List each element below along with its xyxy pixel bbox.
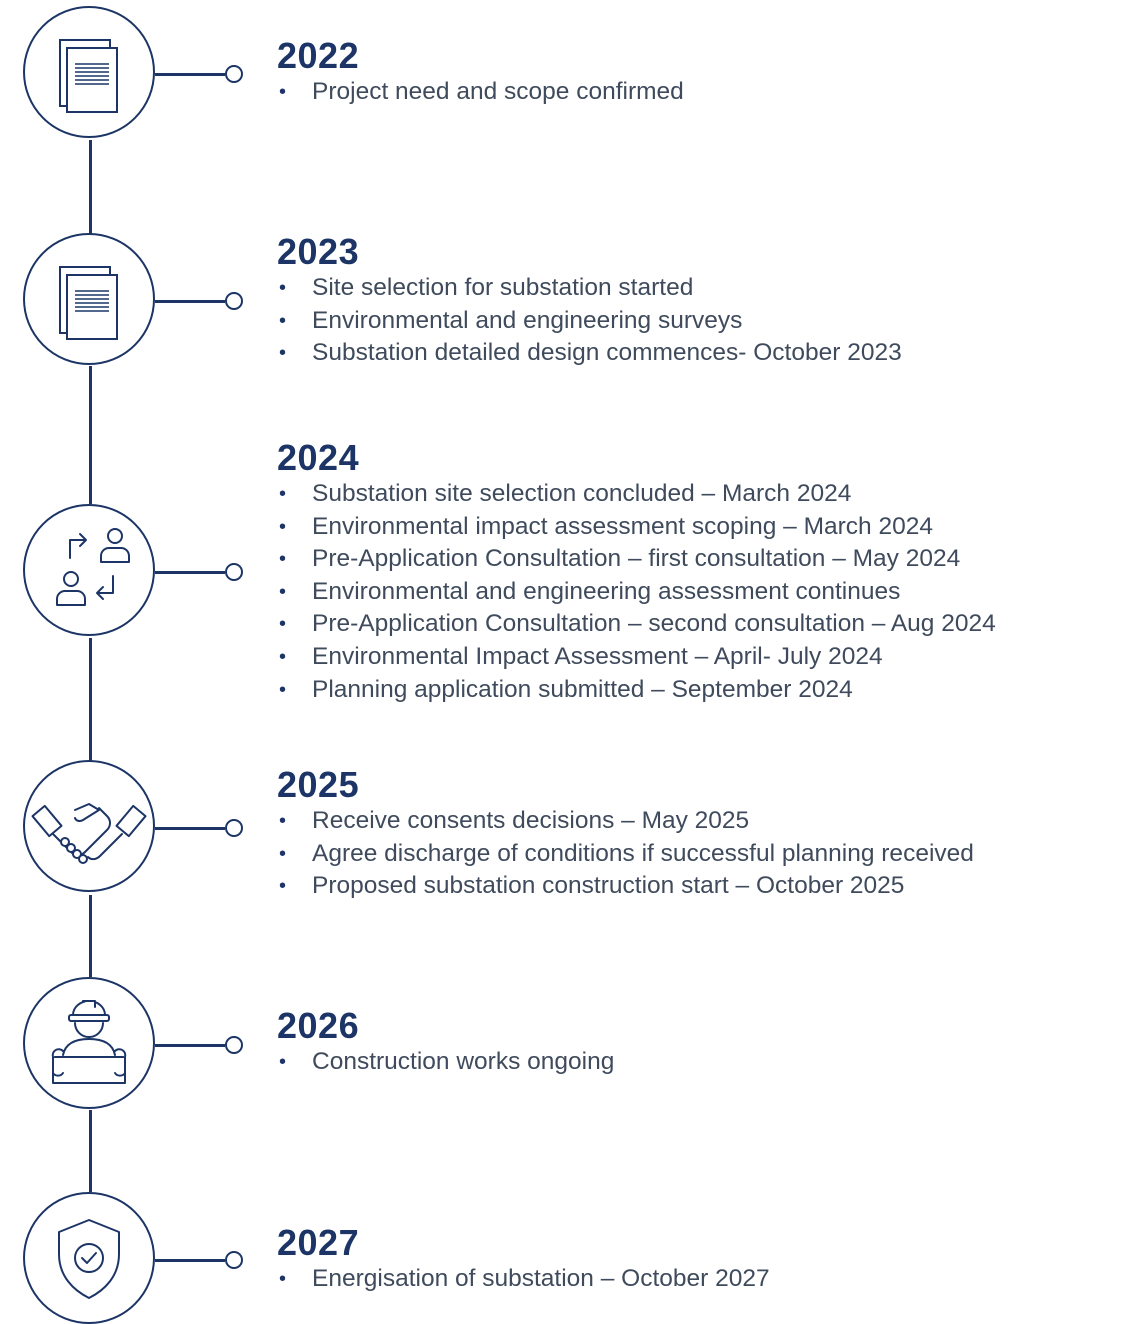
documents-icon bbox=[59, 266, 118, 340]
list-item: •Substation site selection concluded – M… bbox=[279, 480, 852, 507]
list-item: •Environmental Impact Assessment – April… bbox=[279, 642, 883, 670]
milestone-items: •Site selection for substation started •… bbox=[277, 272, 1117, 370]
timeline-node bbox=[225, 1251, 243, 1269]
milestone-year: 2024 bbox=[277, 437, 360, 478]
milestone-items: •Energisation of substation – October 20… bbox=[277, 1263, 1117, 1296]
milestone-content: 2027 •Energisation of substation – Octob… bbox=[277, 1223, 1117, 1296]
list-item: •Energisation of substation – October 20… bbox=[279, 1265, 770, 1292]
timeline-axis bbox=[89, 366, 92, 504]
list-item: •Receive consents decisions – May 2025 bbox=[279, 807, 750, 834]
milestone-year: 2025 bbox=[277, 764, 360, 805]
list-item: •Environmental and engineering surveys bbox=[279, 306, 743, 334]
milestone-icon-circle bbox=[23, 977, 155, 1109]
milestone-year: 2026 bbox=[277, 1005, 360, 1046]
list-item: •Agree discharge of conditions if succes… bbox=[279, 839, 974, 867]
connector-line bbox=[155, 571, 225, 574]
list-item: •Environmental impact assessment scoping… bbox=[279, 512, 933, 540]
connector-line bbox=[155, 73, 225, 76]
shield-check-icon bbox=[58, 1219, 120, 1299]
timeline-axis bbox=[89, 1110, 92, 1192]
milestone-content: 2026 •Construction works ongoing bbox=[277, 1006, 1117, 1079]
milestone-items: •Substation site selection concluded – M… bbox=[277, 478, 1117, 706]
milestone-content: 2023 •Site selection for substation star… bbox=[277, 232, 1117, 370]
list-item: •Substation detailed design commences- O… bbox=[279, 339, 902, 367]
milestone-content: 2025 •Receive consents decisions – May 2… bbox=[277, 765, 1117, 903]
list-item: •Planning application submitted – Septem… bbox=[279, 675, 853, 703]
timeline-axis bbox=[89, 140, 92, 235]
timeline-axis bbox=[89, 638, 92, 762]
list-item: •Proposed substation construction start … bbox=[279, 872, 905, 900]
connector-line bbox=[155, 300, 225, 303]
timeline-node bbox=[225, 65, 243, 83]
timeline-node bbox=[225, 563, 243, 581]
milestone-year: 2022 bbox=[277, 35, 360, 76]
list-item: •Project need and scope confirmed bbox=[279, 78, 684, 105]
list-item: •Pre-Application Consultation – first co… bbox=[279, 545, 961, 573]
milestone-year: 2027 bbox=[277, 1222, 360, 1263]
timeline-node bbox=[225, 819, 243, 837]
construction-worker-icon bbox=[51, 1000, 127, 1084]
connector-line bbox=[155, 1044, 225, 1047]
timeline-node bbox=[225, 292, 243, 310]
milestone-icon-circle bbox=[23, 6, 155, 138]
list-item: •Pre-Application Consultation – second c… bbox=[279, 610, 996, 638]
documents-icon bbox=[59, 39, 118, 113]
milestone-items: •Project need and scope confirmed bbox=[277, 76, 1117, 109]
milestone-icon-circle bbox=[23, 1192, 155, 1324]
milestone-content: 2024 •Substation site selection conclude… bbox=[277, 438, 1117, 706]
handshake-icon bbox=[31, 803, 147, 864]
milestone-icon-circle bbox=[23, 504, 155, 636]
timeline-node bbox=[225, 1036, 243, 1054]
milestone-items: •Receive consents decisions – May 2025 •… bbox=[277, 805, 1117, 903]
consultation-exchange-icon bbox=[56, 528, 130, 606]
milestone-items: •Construction works ongoing bbox=[277, 1046, 1117, 1079]
list-item: •Construction works ongoing bbox=[279, 1048, 615, 1075]
connector-line bbox=[155, 827, 225, 830]
milestone-icon-circle bbox=[23, 233, 155, 365]
connector-line bbox=[155, 1259, 225, 1262]
milestone-icon-circle bbox=[23, 760, 155, 892]
milestone-content: 2022 •Project need and scope confirmed bbox=[277, 36, 1117, 109]
list-item: •Environmental and engineering assessmen… bbox=[279, 577, 901, 605]
milestone-year: 2023 bbox=[277, 231, 360, 272]
list-item: •Site selection for substation started bbox=[279, 274, 694, 301]
timeline-axis bbox=[89, 895, 92, 977]
